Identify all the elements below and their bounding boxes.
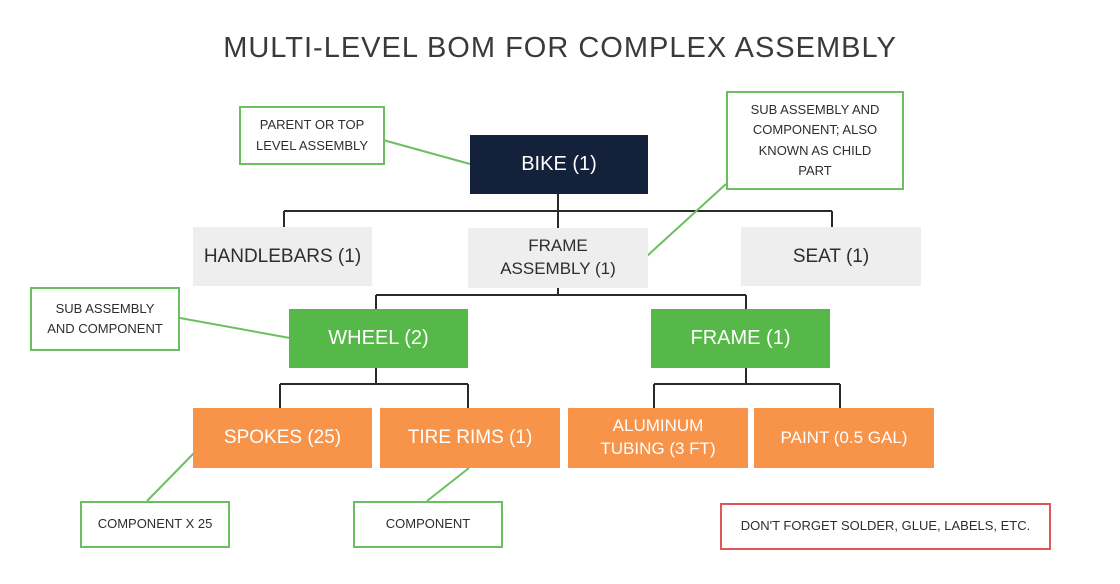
node-tire-rims-label: TIRE RIMS (1) <box>407 427 533 449</box>
pointer-component-x25 <box>146 451 196 502</box>
node-handlebars: HANDLEBARS (1) <box>193 227 372 286</box>
callout-reminder-text: DON'T FORGET SOLDER, GLUE, LABELS, ETC. <box>740 518 1031 534</box>
node-frame-assembly-label: FRAME ASSEMBLY (1) <box>500 236 616 278</box>
callout-sub-child-text: SUB ASSEMBLY AND COMPONENT; ALSO KNOWN A… <box>750 102 880 178</box>
callout-reminder: DON'T FORGET SOLDER, GLUE, LABELS, ETC. <box>720 503 1051 550</box>
callout-component-x25: COMPONENT X 25 <box>80 501 230 548</box>
callout-component: COMPONENT <box>353 501 503 548</box>
node-seat: SEAT (1) <box>741 227 921 286</box>
pointer-sub <box>179 317 291 339</box>
node-tire-rims: TIRE RIMS (1) <box>380 408 560 468</box>
node-bike: BIKE (1) <box>470 135 648 194</box>
callout-parent-text: PARENT OR TOP LEVEL ASSEMBLY <box>255 117 368 153</box>
node-aluminum-tubing: ALUMINUM TUBING (3 FT) <box>568 408 748 468</box>
callout-sub-text: SUB ASSEMBLY AND COMPONENT <box>47 300 163 336</box>
node-seat-label: SEAT (1) <box>792 245 870 267</box>
callout-component-text: COMPONENT <box>385 516 471 532</box>
pointer-sub-child <box>646 183 727 257</box>
node-spokes: SPOKES (25) <box>193 408 372 468</box>
callout-parent: PARENT OR TOP LEVEL ASSEMBLY <box>239 106 385 165</box>
pointer-component <box>426 467 470 502</box>
callout-component-x25-text: COMPONENT X 25 <box>97 516 213 532</box>
node-paint-label: PAINT (0.5 GAL) <box>780 427 908 447</box>
node-frame: FRAME (1) <box>651 309 830 368</box>
node-handlebars-label: HANDLEBARS (1) <box>203 245 362 267</box>
node-aluminum-tubing-label: ALUMINUM TUBING (3 FT) <box>600 416 716 458</box>
pointer-parent <box>382 139 471 165</box>
node-bike-label: BIKE (1) <box>521 153 597 175</box>
node-frame-label: FRAME (1) <box>690 327 791 349</box>
node-wheel: WHEEL (2) <box>289 309 468 368</box>
node-wheel-label: WHEEL (2) <box>328 327 429 349</box>
node-frame-assembly: FRAME ASSEMBLY (1) <box>468 228 648 288</box>
callout-sub-child: SUB ASSEMBLY AND COMPONENT; ALSO KNOWN A… <box>726 91 904 190</box>
diagram-title: MULTI-LEVEL BOM FOR COMPLEX ASSEMBLY <box>223 32 897 64</box>
node-paint: PAINT (0.5 GAL) <box>754 408 934 468</box>
callout-sub: SUB ASSEMBLY AND COMPONENT <box>30 287 180 351</box>
node-spokes-label: SPOKES (25) <box>223 427 342 449</box>
